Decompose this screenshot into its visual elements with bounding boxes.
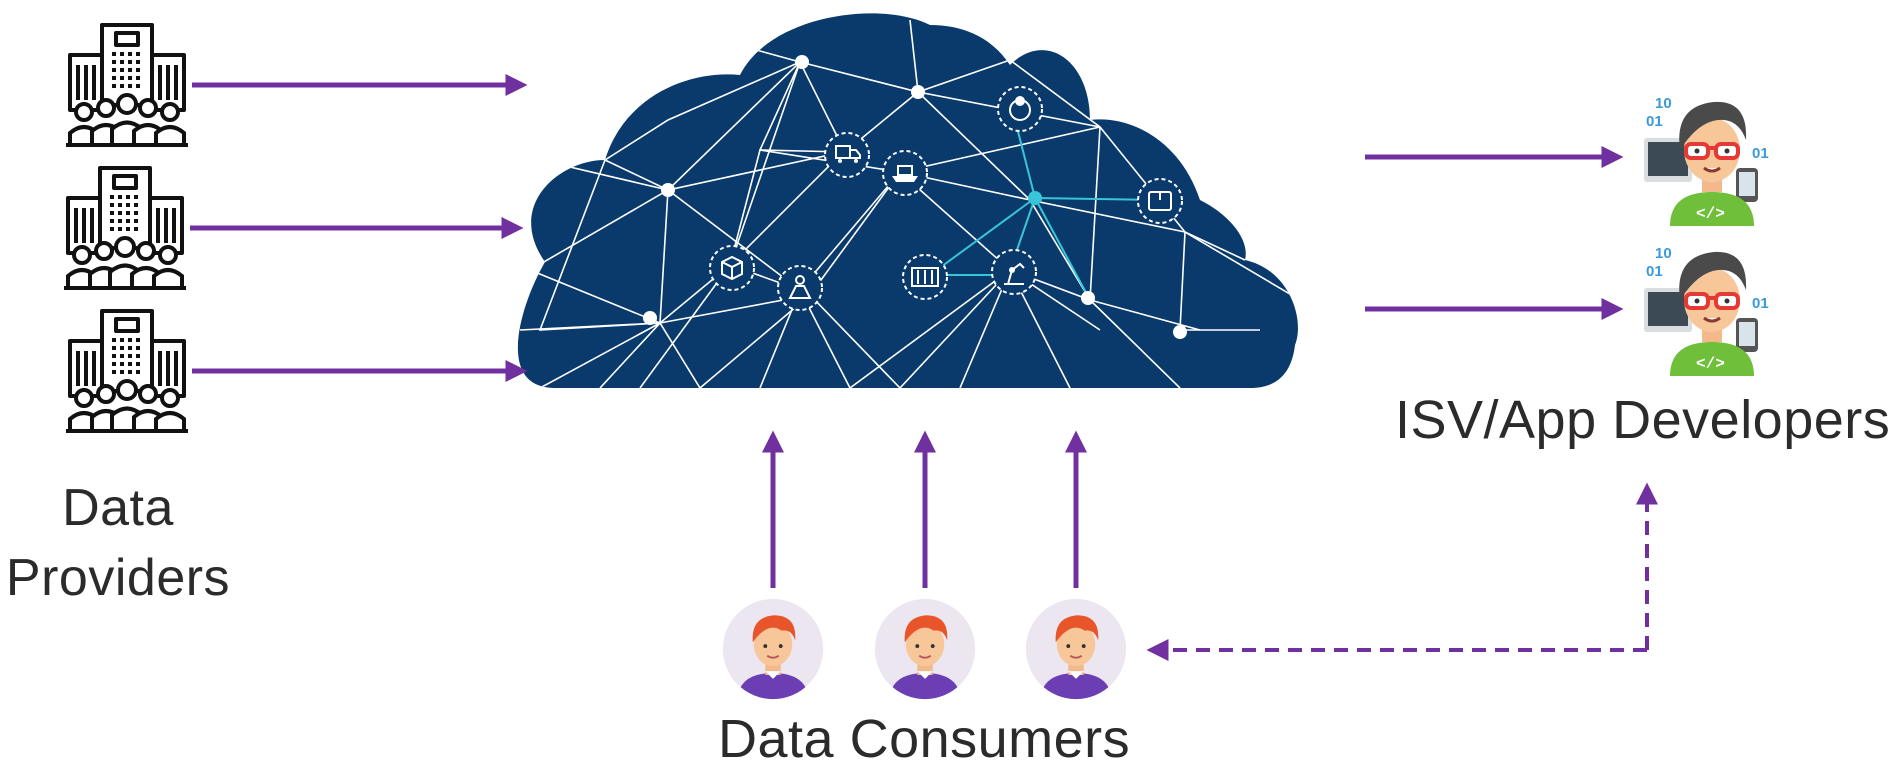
- user-avatar-icon: [723, 599, 823, 702]
- developer-avatar-icon: [1642, 243, 1771, 376]
- ship-icon: [882, 150, 928, 196]
- data-consumers-label: Data Consumers: [718, 709, 1131, 769]
- data-cloud: [517, 13, 1298, 388]
- developer-avatar-icon: [1642, 93, 1771, 226]
- robot-arm-icon: [991, 249, 1037, 295]
- developer-consumer-link: [1146, 482, 1658, 661]
- developer-arrows: [1365, 146, 1624, 320]
- isv-developers: [1642, 93, 1771, 376]
- data-providers: [62, 23, 190, 433]
- cloud-nodes: [643, 55, 1187, 339]
- cashier-icon: [777, 265, 823, 311]
- isv-developers-label: ISV/App Developers: [1395, 390, 1891, 450]
- office-building-people-icon: [64, 23, 190, 147]
- storage-box-icon: [1137, 178, 1183, 224]
- user-avatar-icon: [1026, 599, 1126, 702]
- user-avatar-icon: [875, 599, 975, 702]
- data-consumers: [723, 599, 1126, 702]
- provider-arrows: [190, 74, 528, 382]
- data-providers-label-line2: Providers: [5, 549, 231, 607]
- office-building-people-icon: [64, 309, 190, 433]
- truck-icon: [824, 132, 870, 178]
- consumer-arrows: [762, 430, 1087, 588]
- office-building-people-icon: [62, 166, 188, 290]
- container-icon: [902, 254, 948, 300]
- data-providers-label-line1: Data: [62, 479, 174, 537]
- location-pin-icon: [997, 86, 1043, 132]
- cloud-badges: [709, 86, 1183, 311]
- package-icon: [709, 245, 755, 291]
